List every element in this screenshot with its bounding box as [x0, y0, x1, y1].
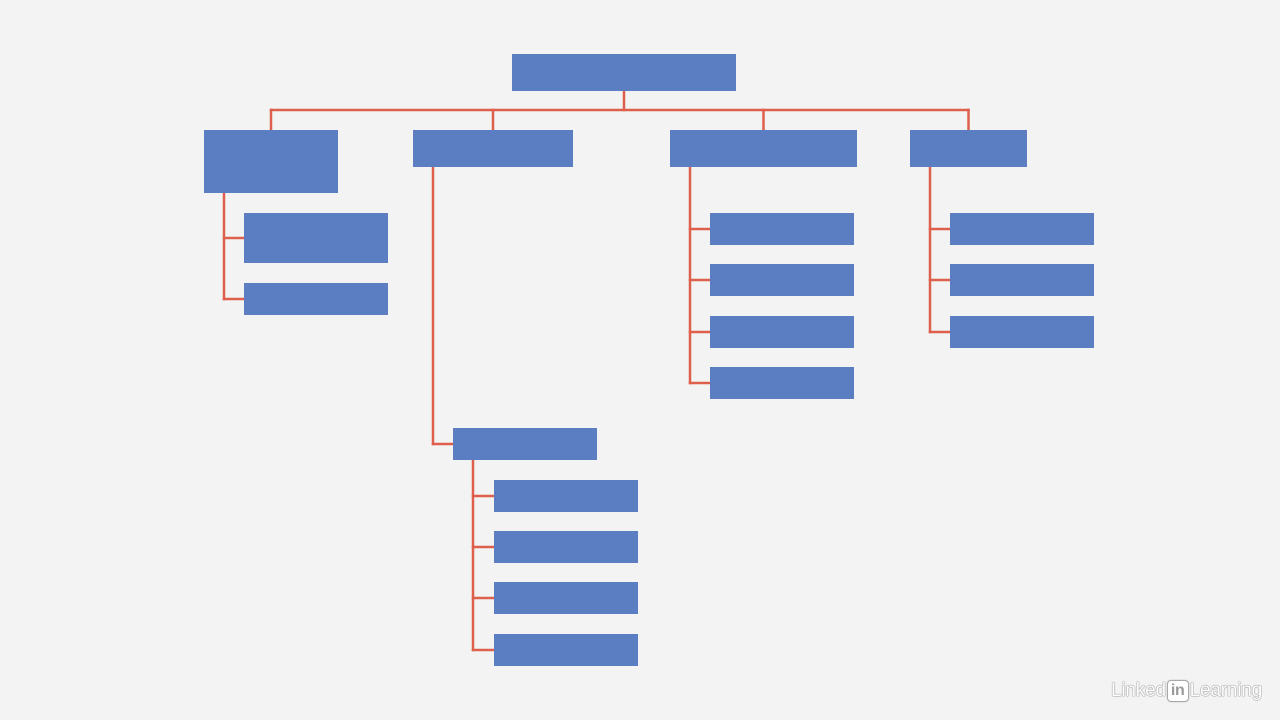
- node-label-branch-4-item-2: [950, 264, 1094, 296]
- node-branch-4-item-2: [950, 264, 1094, 296]
- node-branch-2-sub-item-2: [494, 531, 638, 563]
- node-branch-3-item-3: [710, 316, 854, 348]
- node-label-branch-3-item-3: [710, 316, 854, 348]
- node-label-branch-2-sub: [453, 428, 597, 460]
- watermark-brand-prefix: Linked: [1111, 680, 1166, 701]
- node-label-branch-3-item-4: [710, 367, 854, 399]
- node-label-branch-2-sub-item-4: [494, 634, 638, 666]
- node-branch-1-item-2: [244, 283, 388, 315]
- node-label-branch-1-item-1: [244, 213, 388, 263]
- node-branch-4-item-3: [950, 316, 1094, 348]
- node-label-branch-2-sub-item-1: [494, 480, 638, 512]
- node-label-root: [512, 54, 736, 91]
- node-branch-3-item-4: [710, 367, 854, 399]
- node-label-branch-1: [204, 130, 338, 193]
- node-branch-3-item-2: [710, 264, 854, 296]
- node-branch-3-item-1: [710, 213, 854, 245]
- node-branch-2-sub-item-1: [494, 480, 638, 512]
- node-label-branch-3-item-2: [710, 264, 854, 296]
- node-branch-2-sub-item-3: [494, 582, 638, 614]
- node-label-branch-4: [910, 130, 1027, 167]
- node-label-branch-2-sub-item-3: [494, 582, 638, 614]
- watermark-brand-suffix: Learning: [1189, 680, 1263, 701]
- node-branch-1-item-1: [244, 213, 388, 263]
- node-branch-3: [670, 130, 857, 167]
- node-root: [512, 54, 736, 91]
- linkedin-in-logo-icon: in: [1167, 681, 1188, 701]
- node-branch-4-item-1: [950, 213, 1094, 245]
- node-branch-2-sub-item-4: [494, 634, 638, 666]
- linkedin-learning-watermark: Linked in Learning: [1111, 680, 1262, 702]
- node-branch-2-sub: [453, 428, 597, 460]
- node-label-branch-4-item-3: [950, 316, 1094, 348]
- node-label-branch-2-sub-item-2: [494, 531, 638, 563]
- node-branch-2: [413, 130, 573, 167]
- node-branch-1: [204, 130, 338, 193]
- node-branch-4: [910, 130, 1027, 167]
- node-label-branch-2: [413, 130, 573, 167]
- node-label-branch-4-item-1: [950, 213, 1094, 245]
- node-label-branch-3-item-1: [710, 213, 854, 245]
- node-label-branch-3: [670, 130, 857, 167]
- node-label-branch-1-item-2: [244, 283, 388, 315]
